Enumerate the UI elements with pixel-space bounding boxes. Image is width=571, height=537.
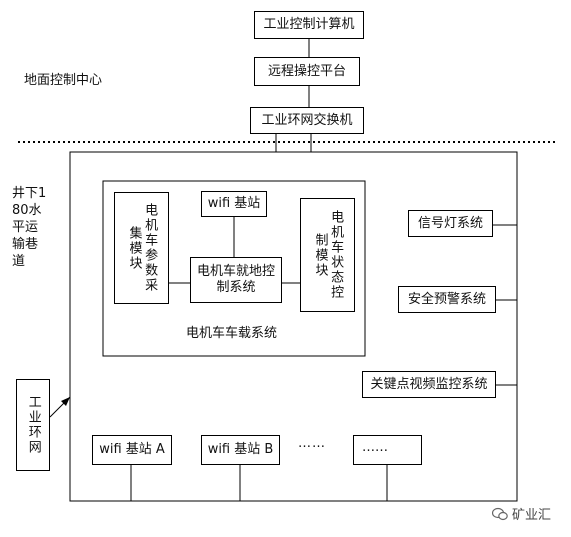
onboard-wifi-station-label: wifi 基站 (207, 196, 261, 212)
wifi-station-a-label: wifi 基站 A (99, 442, 165, 458)
param-module-box: 电机车参数采集模块 (114, 192, 169, 304)
industrial-computer-box: 工业控制计算机 (254, 11, 364, 39)
wifi-station-b-label: wifi 基站 B (207, 442, 274, 458)
wifi-station-b-box: wifi 基站 B (201, 435, 280, 465)
video-monitor-label: 关键点视频监控系统 (370, 376, 488, 392)
ring-network-label: 工业环网 (25, 395, 41, 455)
onboard-system-label: 电机车车载系统 (186, 326, 278, 341)
ground-center-label: 地面控制中心 (24, 73, 103, 88)
safety-warning-label: 安全预警系统 (407, 291, 486, 307)
remote-platform-box: 远程操控平台 (254, 57, 360, 86)
local-control-label: 电机车就地控制系统 (197, 264, 276, 295)
status-module-label: 电机车状态控制模块 (312, 210, 344, 300)
ring-switch-label: 工业环网交换机 (261, 112, 353, 128)
wifi-station-a-box: wifi 基站 A (92, 435, 172, 465)
ring-switch-box: 工业环网交换机 (250, 107, 364, 134)
wechat-icon (492, 507, 508, 520)
ellipsis-label: …… (298, 436, 326, 451)
watermark-label: 矿业汇 (512, 508, 552, 523)
ring-network-box: 工业环网 (16, 379, 50, 471)
more-station-label: …… (362, 440, 388, 455)
video-monitor-box: 关键点视频监控系统 (362, 371, 496, 398)
underground-label: 井下180水平运输巷道 (12, 186, 47, 269)
watermark: 矿业汇 (492, 504, 551, 523)
local-control-box: 电机车就地控制系统 (190, 257, 282, 303)
onboard-wifi-station-box: wifi 基站 (201, 191, 267, 217)
more-station-box: …… (353, 435, 422, 465)
remote-platform-label: 远程操控平台 (267, 63, 346, 79)
signal-light-label: 信号灯系统 (417, 215, 483, 231)
signal-light-box: 信号灯系统 (408, 210, 493, 237)
param-module-label: 电机车参数采集模块 (126, 203, 158, 293)
industrial-computer-label: 工业控制计算机 (263, 17, 355, 33)
safety-warning-box: 安全预警系统 (398, 286, 496, 313)
status-module-box: 电机车状态控制模块 (300, 198, 355, 312)
